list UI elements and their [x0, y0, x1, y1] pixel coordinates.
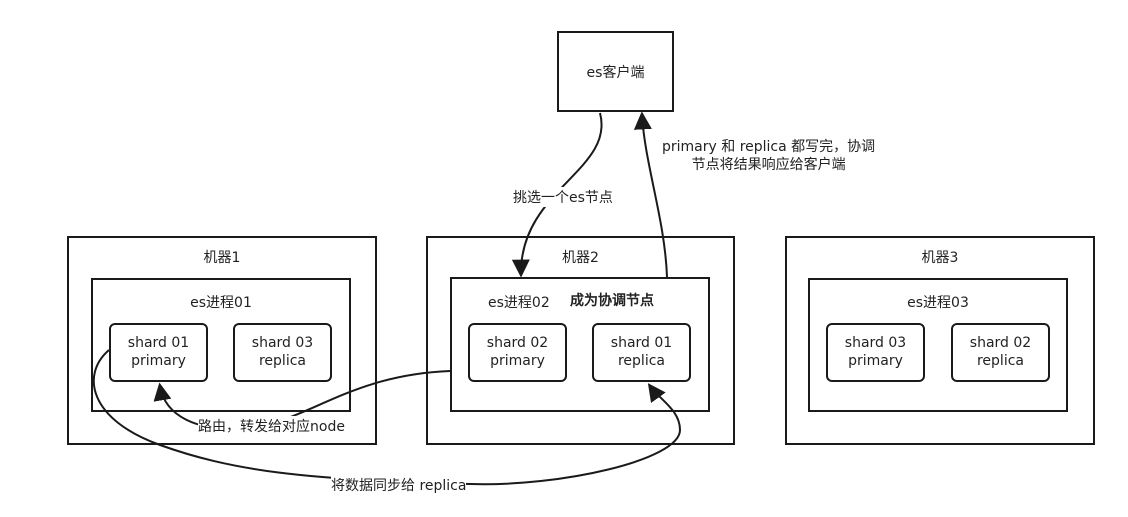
pick-node-label: 挑选一个es节点	[513, 187, 613, 207]
machine-3-label: 机器3	[921, 250, 959, 266]
sync-label: 将数据同步给 replica	[331, 475, 467, 495]
process-03-label: es进程03	[907, 295, 969, 311]
response-label: primary 和 replica 都写完，协调 节点将结果响应给客户端	[662, 138, 875, 174]
process-02-label: es进程02	[488, 295, 550, 311]
shard-node: shard 01 replica	[592, 323, 691, 382]
shard-name: shard 03	[251, 335, 314, 351]
shard-role: replica	[976, 353, 1024, 369]
shard-role: replica	[258, 353, 306, 369]
machine-1-label: 机器1	[203, 250, 241, 266]
pick-node-arrow	[511, 112, 603, 278]
shard-node: shard 03 replica	[233, 323, 332, 382]
response-label-line1: primary 和 replica 都写完，协调	[662, 139, 876, 155]
response-label-line2: 节点将结果响应给客户端	[691, 157, 846, 173]
process-01-label: es进程01	[190, 295, 252, 311]
shard-node: shard 03 primary	[826, 323, 925, 382]
shard-name: shard 02	[969, 335, 1032, 351]
shard-role: primary	[848, 353, 903, 369]
shard-name: shard 01	[610, 335, 673, 351]
shard-node: shard 01 primary	[109, 323, 208, 382]
shard-name: shard 01	[127, 335, 190, 351]
route-label: 路由，转发给对应node	[198, 416, 345, 436]
coordinator-note: 成为协调节点	[570, 293, 654, 309]
shard-role: replica	[617, 353, 665, 369]
shard-node: shard 02 primary	[468, 323, 567, 382]
shard-node: shard 02 replica	[951, 323, 1050, 382]
shard-role: primary	[131, 353, 186, 369]
machine-2-label: 机器2	[562, 250, 599, 266]
es-client-label: es客户端	[586, 65, 645, 81]
shard-name: shard 02	[486, 335, 549, 351]
response-arrow	[633, 111, 668, 278]
shard-role: primary	[490, 353, 545, 369]
es-client-box: es客户端	[557, 31, 674, 112]
shard-name: shard 03	[844, 335, 907, 351]
